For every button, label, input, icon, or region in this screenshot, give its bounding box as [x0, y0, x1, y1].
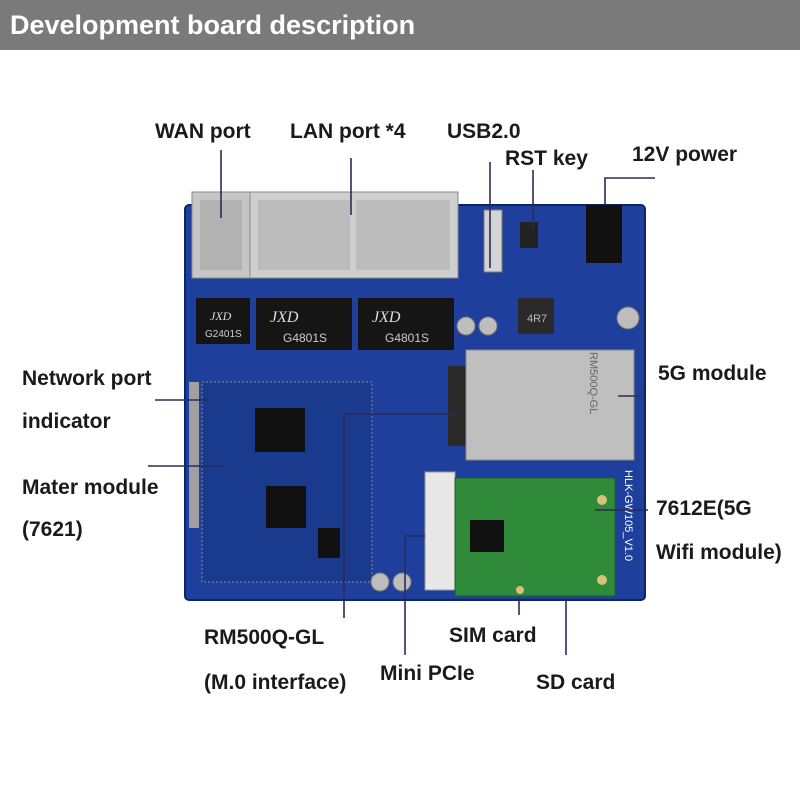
label-wifi-1: 7612E(5G [656, 497, 752, 520]
label-sim-card: SIM card [449, 624, 537, 647]
label-usb: USB2.0 [447, 120, 521, 143]
label-master-module-2: (7621) [22, 518, 83, 541]
usb-port [483, 209, 503, 273]
chip-1 [196, 298, 250, 344]
label-12v-power: 12V power [632, 143, 738, 166]
svg-text:JXD: JXD [270, 309, 299, 326]
svg-text:JXD: JXD [372, 309, 401, 326]
chip-3 [358, 298, 454, 350]
leader-lines [148, 150, 655, 655]
svg-text:JXD: JXD [210, 309, 232, 323]
label-network-port-2: indicator [22, 410, 111, 433]
label-master-module-1: Mater module [22, 476, 159, 499]
label-5g-module: 5G module [658, 362, 767, 385]
svg-text:4R7: 4R7 [527, 313, 547, 325]
power-jack [586, 205, 622, 263]
chip-2 [256, 298, 352, 350]
label-wifi-2: Wifi module) [656, 541, 782, 564]
svg-text:G4801S: G4801S [385, 331, 429, 345]
label-network-port-1: Network port [22, 367, 152, 390]
minipcie-slot [424, 471, 456, 591]
label-rm500q-2: (M.0 interface) [204, 671, 347, 694]
header-bar: Development board description [0, 0, 800, 50]
svg-text:HLK-GW105_V1.0: HLK-GW105_V1.0 [622, 470, 634, 561]
network-indicator-strip [189, 382, 199, 528]
svg-text:RM500Q-GL: RM500Q-GL [587, 352, 599, 414]
page-title: Development board description [10, 10, 416, 40]
label-wan-port: WAN port [155, 120, 251, 143]
label-sd-card: SD card [536, 671, 616, 694]
label-mini-pcie: Mini PCIe [380, 662, 475, 685]
g5-module [465, 349, 635, 461]
label-rst-key: RST key [505, 147, 588, 170]
svg-text:G4801S: G4801S [283, 331, 327, 345]
svg-text:G2401S: G2401S [205, 329, 242, 340]
label-lan-port: LAN port *4 [290, 120, 406, 143]
rst-key [520, 222, 538, 248]
label-rm500q-1: RM500Q-GL [204, 626, 325, 649]
